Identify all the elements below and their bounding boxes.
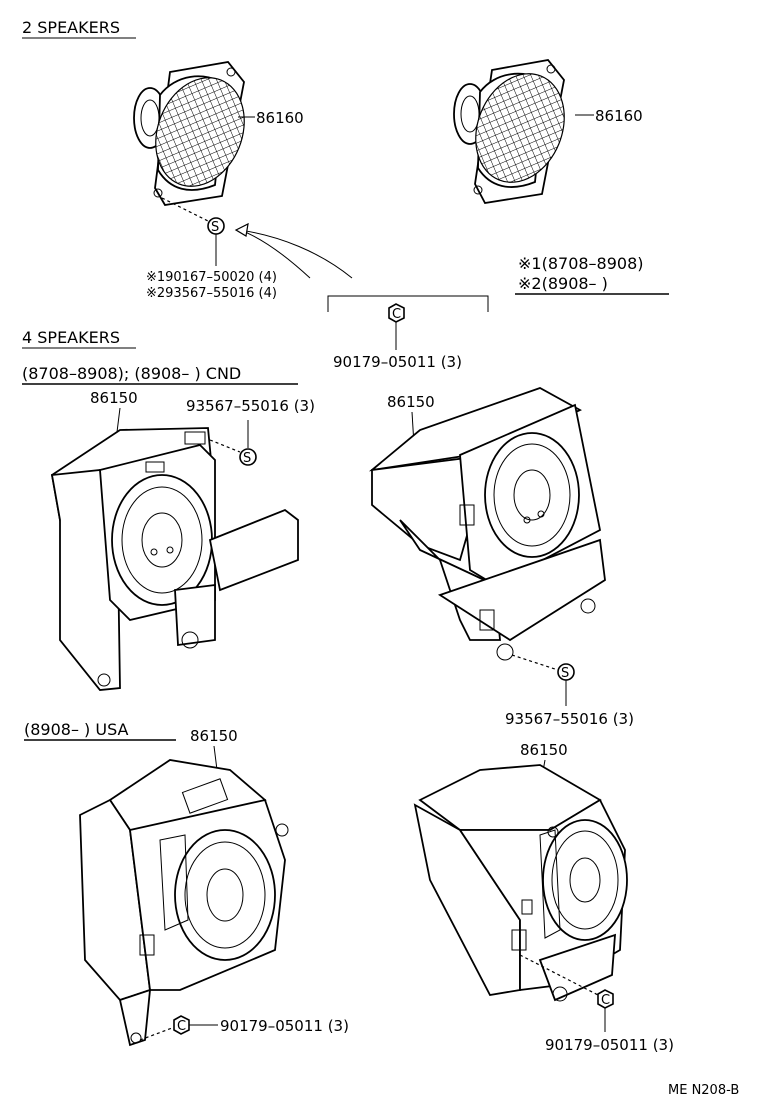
- four-speakers-heading: 4 SPEAKERS: [22, 328, 120, 347]
- nut-c-icon: C: [173, 1015, 190, 1035]
- two-speakers-heading: 2 SPEAKERS: [22, 18, 120, 37]
- speaker-box-usa-left: [79, 759, 289, 1047]
- svg-text:C: C: [177, 1019, 186, 1034]
- speaker-86160-left: [133, 61, 245, 206]
- nut-c-icon: C: [597, 989, 614, 1009]
- legend-line-1: ※1(8708–8908): [518, 254, 644, 273]
- svg-text:S: S: [211, 220, 219, 235]
- usa-left-box-part-number: 86150: [190, 727, 238, 745]
- cnd-range-heading: (8708–8908); (8908– ) CND: [22, 364, 241, 383]
- cnd-right-box-part-number: 86150: [387, 393, 435, 411]
- diagram-code: ME N208-B: [668, 1083, 739, 1098]
- dash-cnd-left-screw: [209, 439, 241, 453]
- cnd-left-box-part-number: 86150: [90, 389, 138, 407]
- speaker-right-part-number: 86160: [595, 107, 643, 125]
- nut-c-icon: C: [388, 303, 405, 323]
- arrow-curve-upper: [239, 229, 353, 279]
- svg-text:S: S: [243, 451, 251, 466]
- svg-text:C: C: [392, 307, 401, 322]
- speaker-86160-right: [453, 59, 565, 204]
- svg-text:S: S: [561, 666, 569, 681]
- screw-note-2: ※293567–55016 (4): [146, 286, 277, 301]
- svg-text:C: C: [601, 993, 610, 1008]
- dash-cnd-right-screw: [511, 654, 559, 671]
- nut-bracket: [327, 295, 489, 312]
- screw-s-icon: S: [239, 448, 257, 466]
- screw-note-1: ※190167–50020 (4): [146, 270, 277, 285]
- usa-range-heading: (8908– ) USA: [24, 720, 129, 739]
- usa-left-nut-part-number: 90179–05011 (3): [220, 1017, 349, 1035]
- speaker-box-usa-right: [413, 764, 628, 1002]
- screw-s-icon: S: [557, 663, 575, 681]
- legend-line-2: ※2(8908– ): [518, 274, 608, 293]
- usa-right-box-part-number: 86150: [520, 741, 568, 759]
- speaker-box-cnd-right: [368, 387, 606, 661]
- dash-usa-right-nut: [519, 954, 599, 996]
- dash-speaker-left-screw: [161, 197, 211, 223]
- usa-right-nut-part-number: 90179–05011 (3): [545, 1036, 674, 1054]
- speaker-left-part-number: 86160: [256, 109, 304, 127]
- screw-s-icon: S: [207, 217, 225, 235]
- cnd-right-screw-part-number: 93567–55016 (3): [505, 710, 634, 728]
- speaker-box-cnd-left: [50, 427, 299, 691]
- cnd-left-screw-part-number: 93567–55016 (3): [186, 397, 315, 415]
- arrow-head-icon: [234, 222, 249, 237]
- nut-top-part-number: 90179–05011 (3): [333, 353, 462, 371]
